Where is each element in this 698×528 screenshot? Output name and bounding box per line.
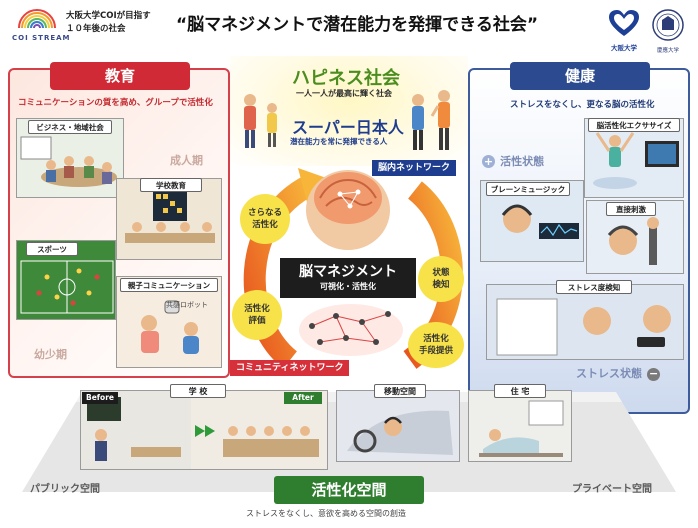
stress-state-label: ストレス状態 [576,367,642,380]
activation-means-line2: 手段提供 [418,346,453,356]
health-subtitle: ストレスをなくし、更なる脳の活性化 [510,100,655,110]
partner-university-label: 慶應大学 [656,48,679,54]
osaka-university-logo: 大阪大学 [607,8,641,52]
activation-evaluation-line1: 活性化 [244,304,270,314]
child-stage-label: 幼少期 [34,348,67,361]
happy-people-right-illustration [412,90,450,150]
school-education-scene [116,178,222,260]
public-space-label: パブリック空間 [30,484,100,495]
brain-exercise-label: 脳活性化エクササイズ [588,118,680,132]
further-activation-bubble: さらなる活性化 [240,194,290,244]
before-tag: Before [82,392,118,404]
brain-network-tag: 脳内ネットワーク [372,160,457,176]
happiness-society-subtitle: 一人一人が最高に輝く社会 [296,89,392,98]
direct-stimulation-label: 直接刺激 [606,202,656,216]
school-education-label: 学校教育 [140,178,202,192]
travel-space-label: 移動空間 [374,384,426,398]
brain-music-label: ブレーンミュージック [486,182,570,196]
active-state-label: 活性状態 [500,155,545,168]
brain-head-illustration [306,170,390,250]
parent-child-label: 親子コミュニケーション [120,278,218,292]
partner-university-seal-icon [652,9,684,41]
community-network-illustration [299,304,403,356]
health-tab: 健康 [510,62,650,90]
activation-evaluation-bubble: 活性化評価 [232,290,282,340]
activation-space-tag: 活性化空間 [274,476,424,504]
parent-child-robot-illustration [117,277,221,367]
plus-icon: + [482,155,495,168]
private-space-label: プライベート空間 [572,484,652,495]
brain-exercise-illustration [585,119,683,197]
home-space-label: 住 宅 [494,384,546,398]
state-detection-bubble: 状態検知 [418,256,464,302]
stress-detection-label: ストレス度検知 [556,280,632,294]
home-room-illustration [469,391,571,461]
empathy-robot-label: 共感ロボット [166,301,208,309]
brain-management-title: 脳マネジメント [299,264,397,280]
sports-label: スポーツ [26,242,78,256]
state-detection-line2: 検知 [432,280,450,290]
header-subtitle-line1: 大阪大学COIが目指す [66,11,151,21]
travel-space-scene [336,390,460,462]
after-tag: After [284,392,322,404]
activation-space-caption: ストレスをなくし、意欲を高める空間の創造 [246,509,406,518]
super-japanese-title: スーパー日本人 [292,118,404,137]
active-state-indicator: + 活性状態 [482,150,544,169]
state-detection-line1: 状態 [432,268,450,278]
education-tab: 教育 [50,62,190,90]
home-space-scene [468,390,572,462]
stress-detection-scene [486,284,684,360]
activation-evaluation-line2: 評価 [248,316,266,326]
car-interior-illustration [337,391,459,461]
super-japanese-subtitle: 潜在能力を常に発揮できる人 [290,137,388,146]
activation-means-bubble: 活性化手段提供 [408,322,464,368]
adult-stage-label: 成人期 [170,154,203,167]
further-activation-line2: 活性化 [252,220,278,230]
partner-university-logo: 慶應大学 [648,8,688,54]
activation-means-line1: 活性化 [423,334,449,344]
osaka-university-label: 大阪大学 [611,44,637,52]
coi-stream-logo-icon [18,9,56,28]
school-before-after-illustration [81,391,327,469]
brain-management-subtitle: 可視化・活性化 [320,282,376,291]
business-community-label: ビジネス・地域社会 [28,120,112,134]
school-space-label: 学 校 [170,384,226,398]
stress-detection-illustration [487,285,683,359]
brain-management-box: 脳マネジメント 可視化・活性化 [280,258,416,298]
further-activation-line1: さらなる [247,208,282,218]
minus-icon: − [647,367,661,381]
osaka-university-emblem-icon [609,10,639,36]
happiness-society-title: ハピネス社会 [292,68,400,89]
happy-people-left-illustration [244,94,277,148]
header-subtitle: 大阪大学COIが目指す １０年後の社会 [66,10,151,36]
stress-state-indicator: ストレス状態 − [576,362,661,381]
education-subtitle: コミュニケーションの質を高め、グループで活性化 [18,98,213,108]
community-network-tag: コミュニティネットワーク [230,360,350,376]
coi-stream-label: COI STREAM [12,34,71,42]
page-title: “脳マネジメントで潜在能力を発揮できる社会” [176,15,539,35]
header-subtitle-line2: １０年後の社会 [66,24,126,34]
classroom-illustration [117,179,221,259]
